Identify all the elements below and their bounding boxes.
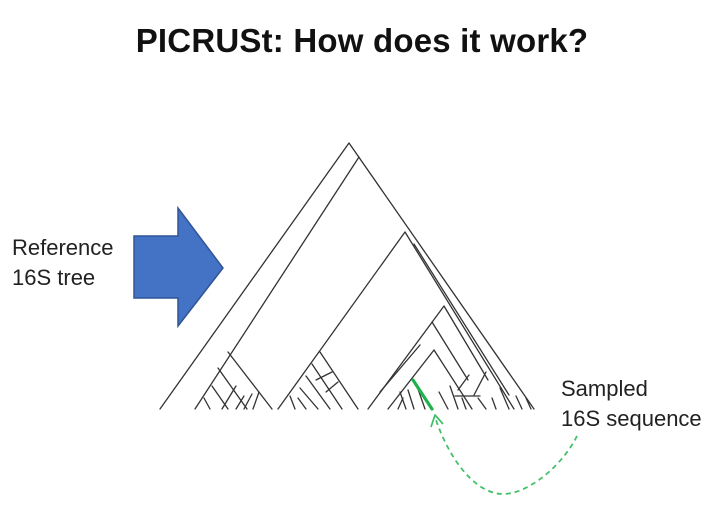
sampled-sequence-label: Sampled 16S sequence [561, 374, 702, 434]
reference-label-line-2: 16S tree [12, 265, 96, 290]
curved-dashed-arrow-icon [430, 414, 578, 495]
reference-tree [159, 142, 535, 410]
sampled-label-line-1: Sampled [561, 376, 648, 401]
right-block-arrow-icon [133, 205, 224, 329]
sampled-label-line-2: 16S sequence [561, 406, 702, 431]
slide-title: PICRUSt: How does it work? [135, 22, 589, 59]
reference-label-line-1: Reference [12, 235, 114, 260]
reference-tree-label: Reference 16S tree [12, 233, 114, 293]
sampled-sequence-branch [411, 378, 434, 411]
